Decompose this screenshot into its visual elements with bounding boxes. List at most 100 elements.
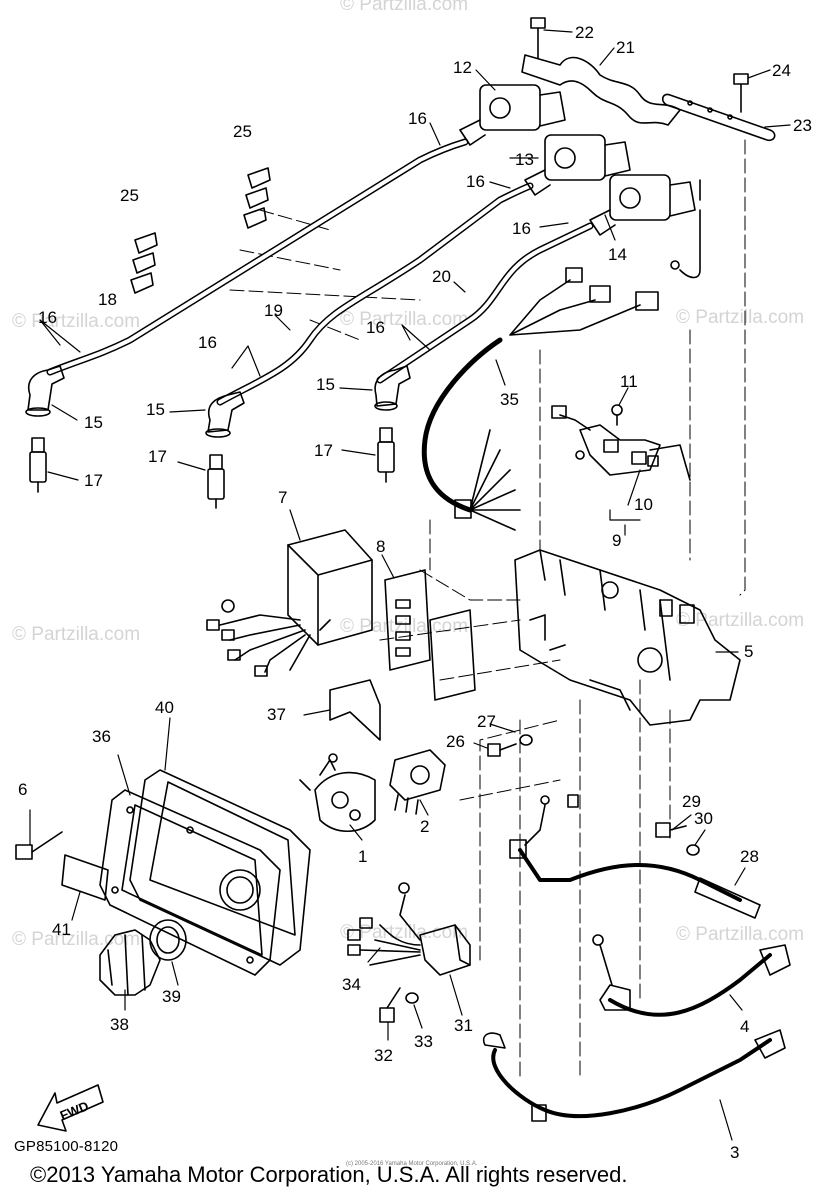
copyright-notice: ©2013 Yamaha Motor Corporation, U.S.A. A…	[30, 1162, 628, 1187]
callout-15: 15	[316, 375, 335, 394]
plug-cap-15b	[205, 391, 245, 438]
callout-16: 16	[512, 219, 531, 238]
callout-41: 41	[52, 920, 71, 939]
callout-27: 27	[477, 712, 496, 731]
bolt-26	[487, 743, 517, 757]
spark-plug-17a	[29, 437, 47, 493]
watermark-text: © Partzilla.com	[676, 610, 804, 631]
callout-17: 17	[314, 441, 333, 460]
watermark-text: © Partzilla.com	[12, 929, 140, 950]
callout-30: 30	[694, 809, 713, 828]
callout-28: 28	[740, 847, 759, 866]
ignition-coil-13	[524, 134, 631, 196]
callout-13: 13	[515, 150, 534, 169]
label-41	[61, 854, 109, 901]
watermark-text: © Partzilla.com	[340, 0, 468, 15]
cap-38	[99, 929, 161, 996]
cable-28	[509, 794, 761, 919]
callout-15: 15	[146, 400, 165, 419]
sensor-2	[389, 749, 446, 815]
callout-33: 33	[414, 1032, 433, 1051]
callout-40: 40	[155, 698, 174, 717]
callout-17: 17	[84, 471, 103, 490]
gasket-40	[129, 769, 311, 966]
callout-15: 15	[84, 413, 103, 432]
fwd-arrow-icon	[37, 1084, 104, 1132]
bolt-32	[379, 987, 401, 1023]
plug-cap-15c	[374, 365, 411, 411]
diagram-code: GP85100-8120	[14, 1138, 119, 1155]
callout-12: 12	[453, 58, 472, 77]
callout-2: 2	[420, 817, 429, 836]
plate-23	[661, 93, 776, 142]
cdi-unit-7	[206, 529, 373, 677]
callout-4: 4	[740, 1017, 749, 1036]
callout-39: 39	[162, 987, 181, 1006]
callout-17: 17	[148, 447, 167, 466]
rectifier-31	[419, 924, 471, 976]
callout-16: 16	[38, 308, 57, 327]
cover-36	[99, 789, 281, 976]
callout-21: 21	[616, 38, 635, 57]
pulser-coil-1	[299, 753, 376, 832]
watermark-layer: © Partzilla.com © Partzilla.com © Partzi…	[12, 0, 804, 950]
watermark-text: © Partzilla.com	[12, 624, 140, 645]
wire-harness-35	[421, 267, 659, 531]
callout-labels: 22 21 24 23 12 13 14 16 16 16 25 25 20 1…	[18, 23, 812, 1162]
callout-19: 19	[264, 301, 283, 320]
plug-cap-15a	[25, 365, 65, 417]
callout-24: 24	[772, 61, 791, 80]
callout-11: 11	[620, 372, 638, 391]
screw-22	[530, 17, 546, 59]
callout-14: 14	[608, 245, 627, 264]
watermark-text: © Partzilla.com	[676, 924, 804, 945]
electrical-bracket-5	[514, 549, 741, 726]
bracket-8	[384, 569, 476, 701]
callout-22: 22	[575, 23, 594, 42]
callout-29: 29	[682, 792, 701, 811]
callout-10: 10	[634, 495, 653, 514]
callout-20: 20	[432, 267, 451, 286]
callout-6: 6	[18, 780, 27, 799]
washer-27	[519, 734, 533, 746]
callout-31: 31	[454, 1016, 473, 1035]
bolt-6	[15, 831, 63, 860]
callout-34: 34	[342, 975, 361, 994]
high-tension-cord-18	[46, 138, 469, 376]
watermark-text: © Partzilla.com	[340, 309, 468, 330]
callout-26: 26	[446, 732, 465, 751]
clamp-25a	[243, 167, 271, 229]
callout-7: 7	[278, 488, 287, 507]
leader-lines	[29, 29, 791, 1141]
ignition-coil-14	[589, 174, 701, 279]
callout-25: 25	[120, 186, 139, 205]
watermark-text: © Partzilla.com	[676, 307, 804, 328]
washer-33	[405, 992, 419, 1004]
watermark-text: © Partzilla.com	[12, 311, 140, 332]
washer-30	[686, 844, 700, 856]
callout-8: 8	[376, 537, 385, 556]
assembly-lines	[229, 139, 746, 1081]
bracket-21	[521, 54, 681, 126]
screw-24	[733, 73, 749, 113]
callout-37: 37	[267, 705, 286, 724]
callout-35: 35	[500, 390, 519, 409]
seal-39	[149, 919, 187, 961]
callout-16: 16	[366, 318, 385, 337]
spark-plug-17c	[377, 427, 395, 483]
callout-38: 38	[110, 1015, 129, 1034]
clamp-25b	[130, 232, 158, 294]
harness-34	[347, 882, 421, 966]
callout-36: 36	[92, 727, 111, 746]
spark-plug-17b	[207, 454, 225, 509]
callout-9: 9	[612, 531, 621, 550]
bolt-29	[655, 822, 687, 838]
callout-23: 23	[793, 116, 812, 135]
callout-1: 1	[358, 847, 367, 866]
ignition-coil-12	[459, 84, 566, 146]
cable-3	[482, 1029, 786, 1122]
callout-16: 16	[408, 109, 427, 128]
callout-16: 16	[466, 172, 485, 191]
high-tension-cord-19	[216, 182, 534, 406]
